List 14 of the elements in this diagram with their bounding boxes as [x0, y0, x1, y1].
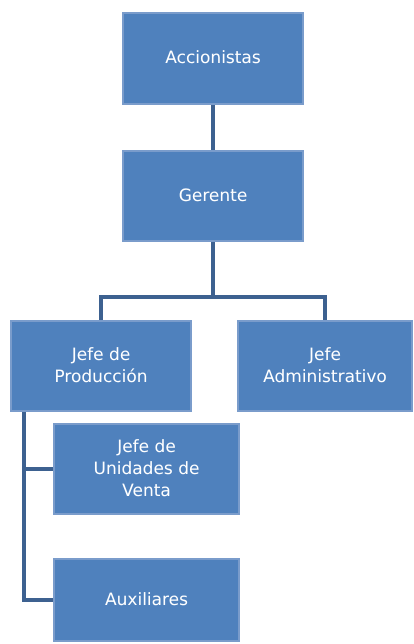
org-box	[237, 320, 413, 412]
connector-line	[211, 105, 215, 150]
org-box	[10, 320, 192, 412]
role-label: Jefe Administrativo	[262, 344, 388, 388]
connector-line	[22, 412, 53, 602]
org-box	[122, 150, 304, 242]
role-label: Accionistas	[165, 47, 261, 70]
org-box	[53, 423, 240, 515]
role-label: Jefe de Producción	[53, 344, 149, 388]
role-label: Auxiliares	[105, 588, 188, 612]
org-box	[122, 12, 304, 105]
org-box	[53, 558, 240, 642]
role-label: Jefe de Unidades de Venta	[92, 436, 200, 502]
role-label: Gerente	[178, 184, 248, 208]
